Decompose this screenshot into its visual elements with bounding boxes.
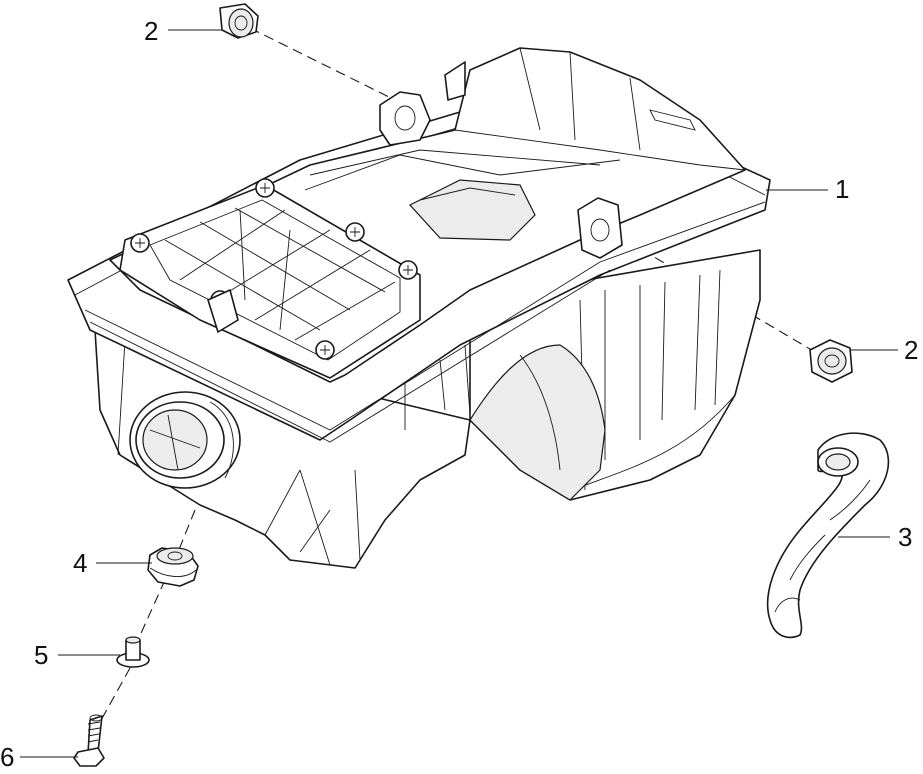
air-box-housing — [67, 47, 771, 569]
assembly-line-bolt — [99, 667, 131, 723]
breather-hose — [766, 432, 890, 639]
rubber-mount — [147, 547, 199, 587]
assembly-line-rubber-mount — [177, 509, 196, 553]
callout-2-right: 2 — [904, 335, 919, 365]
cover-screws — [130, 178, 418, 360]
callout-3: 3 — [898, 522, 913, 552]
callout-4: 4 — [73, 548, 88, 578]
bolt — [73, 714, 105, 767]
callout-6: 6 — [0, 742, 15, 772]
grommet-right — [809, 339, 853, 383]
callout-5: 5 — [34, 640, 49, 670]
callout-2-top: 2 — [144, 16, 159, 46]
assembly-line-collar — [137, 579, 166, 641]
assembly-line-top-grommet — [249, 27, 396, 101]
callout-1: 1 — [835, 174, 850, 204]
grommet-top — [219, 3, 259, 39]
air-inlet-port — [129, 391, 241, 489]
collar — [116, 636, 150, 668]
